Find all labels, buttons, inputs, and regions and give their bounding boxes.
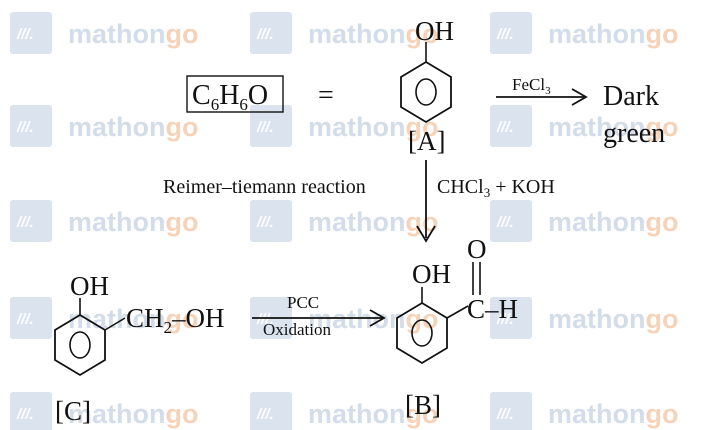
watermark-logo: ///. mathongo <box>250 200 439 242</box>
pcc-arrow <box>252 309 386 327</box>
watermark-text: mathongo <box>308 207 439 237</box>
watermark-logo: ///. mathongo <box>10 200 199 242</box>
watermark-mark: ///. <box>256 406 274 423</box>
label-b: [B] <box>405 390 441 420</box>
watermark-mark: ///. <box>256 26 274 43</box>
aromatic-circle-c <box>69 331 91 359</box>
watermark-text: mathongo <box>68 207 199 237</box>
watermark-mark: ///. <box>496 311 514 328</box>
watermark-text: mathongo <box>308 19 439 49</box>
watermark-mark: ///. <box>496 119 514 136</box>
watermark-text: mathongo <box>68 112 199 142</box>
watermark-logo: ///. mathongo <box>10 105 199 147</box>
watermark-mark: ///. <box>496 214 514 231</box>
watermark-logo: ///. mathongo <box>490 297 679 339</box>
watermark-tile-icon <box>250 105 292 147</box>
watermark-logo: ///. mathongo <box>10 392 199 430</box>
formula-box <box>186 75 284 113</box>
watermark-logo: ///. mathongo <box>250 105 439 147</box>
watermark-text: mathongo <box>308 399 439 429</box>
watermark-tile-icon <box>10 392 52 430</box>
watermark-logo: ///. mathongo <box>490 12 679 54</box>
watermark-mark: ///. <box>256 214 274 231</box>
b-oh-label: OH <box>412 259 451 289</box>
label-a: [A] <box>408 126 445 156</box>
watermark-logo: ///. mathongo <box>490 105 679 147</box>
watermark-logo: ///. mathongo <box>250 12 439 54</box>
watermark-tile-icon <box>10 105 52 147</box>
watermark-tile-icon <box>490 105 532 147</box>
watermark-logo: ///. mathongo <box>490 392 679 430</box>
oxidation-label: Oxidation <box>263 320 331 339</box>
phenol-oh-label: OH <box>415 16 454 46</box>
watermark-text: mathongo <box>548 399 679 429</box>
watermark-logo: ///. mathongo <box>10 12 199 54</box>
watermark-tile-icon <box>10 200 52 242</box>
watermark-logo: ///. mathongo <box>10 297 199 339</box>
reagent-chcl3-koh: CHCl3 + KOH <box>437 176 555 200</box>
watermark-tile-icon <box>490 12 532 54</box>
watermark-mark: ///. <box>256 119 274 136</box>
aromatic-circle-b <box>411 319 433 347</box>
equals-sign: = <box>318 80 334 111</box>
watermark-tile-icon <box>490 200 532 242</box>
formula-text: C6H6O <box>192 80 268 114</box>
watermark-tile-icon <box>250 200 292 242</box>
aromatic-circle-a <box>415 78 437 106</box>
result-dark: Dark <box>603 81 659 112</box>
watermark-text: mathongo <box>548 207 679 237</box>
fecl3-label: FeCl3 <box>512 75 551 97</box>
watermark-mark: ///. <box>16 406 34 423</box>
watermark-text: mathongo <box>548 19 679 49</box>
b-carbonyl-o: O <box>467 234 487 264</box>
watermark-mark: ///. <box>256 311 274 328</box>
watermark-text: mathongo <box>68 399 199 429</box>
watermark-mark: ///. <box>16 26 34 43</box>
pcc-label: PCC <box>287 293 319 312</box>
reaction-name: Reimer–tiemann reaction <box>163 176 366 198</box>
c-side-chain: CH2–OH <box>126 303 225 337</box>
watermark-text: mathongo <box>548 112 679 142</box>
watermark-mark: ///. <box>16 311 34 328</box>
watermark-mark: ///. <box>496 406 514 423</box>
result-green: green <box>603 118 665 149</box>
watermark-text: mathongo <box>68 19 199 49</box>
watermark-logo: ///. mathongo <box>250 392 439 430</box>
fecl3-arrow <box>496 88 588 106</box>
watermark-tile-icon <box>490 297 532 339</box>
phenol-structure: OH <box>400 16 454 124</box>
watermark-mark: ///. <box>16 214 34 231</box>
watermark-tile-icon <box>10 12 52 54</box>
watermark-tile-icon <box>250 392 292 430</box>
reimer-arrow <box>416 160 436 243</box>
watermark-tile-icon <box>250 12 292 54</box>
compound-formula: C6H6O <box>186 75 284 114</box>
watermark-tile-icon <box>490 392 532 430</box>
c-oh-label: OH <box>70 271 109 301</box>
b-aldehyde-ch: C–H <box>467 294 518 324</box>
watermark-text: mathongo <box>548 304 679 334</box>
watermark-text: mathongo <box>68 304 199 334</box>
watermark-text: mathongo <box>308 112 439 142</box>
watermark-tile-icon <box>10 297 52 339</box>
watermark-layer: ///.mathongo///.mathongo///.mathongo///.… <box>10 12 679 430</box>
benzene-ring-a <box>400 60 452 124</box>
watermark-mark: ///. <box>16 119 34 136</box>
watermark-logo: ///. mathongo <box>490 200 679 242</box>
compound-c-structure: OH <box>54 271 126 377</box>
watermark-mark: ///. <box>496 26 514 43</box>
label-c: [C] <box>55 396 91 426</box>
compound-b-structure: OH O C–H <box>396 234 518 365</box>
